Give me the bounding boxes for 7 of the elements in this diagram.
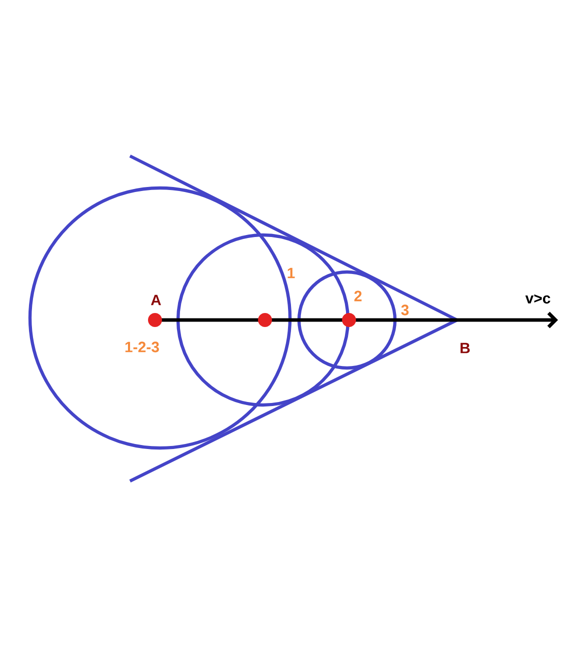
- wavefront-number: 1-2-3: [125, 342, 159, 352]
- wavefront-number: 3: [401, 304, 409, 316]
- velocity-label: v>c: [525, 294, 550, 304]
- wavefront-number: 1: [288, 268, 295, 278]
- point-label: A: [150, 294, 162, 306]
- wavefront-number: 2: [354, 290, 362, 302]
- point-label: B: [460, 342, 470, 354]
